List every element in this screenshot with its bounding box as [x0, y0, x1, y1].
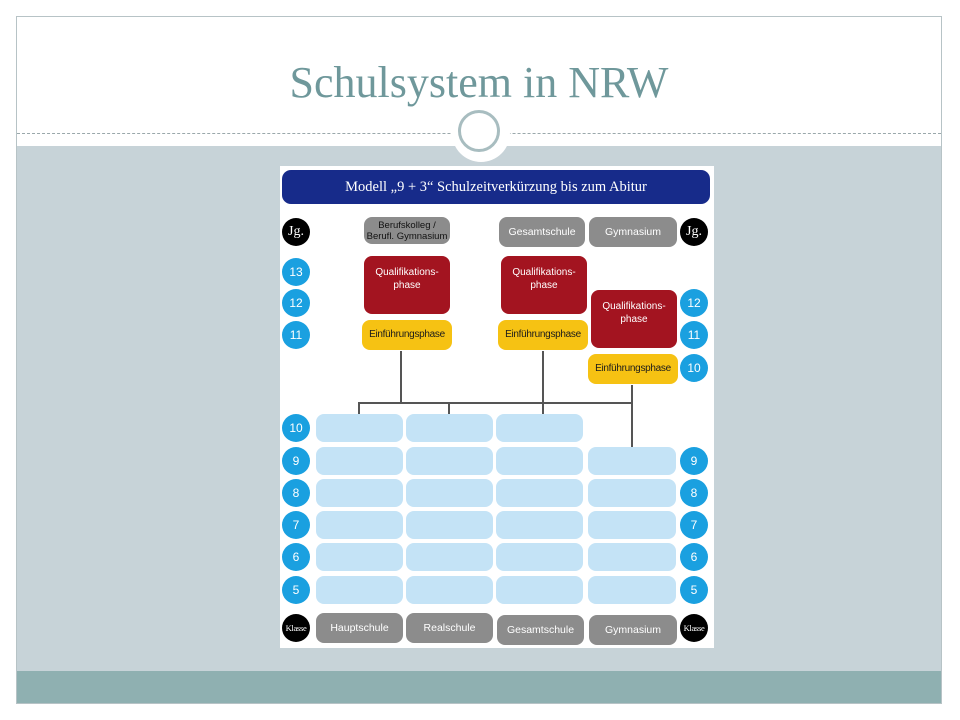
school-pill-gesamtschule-bottom: Gesamtschule — [497, 615, 584, 645]
class-cell — [316, 447, 403, 475]
class-cell — [496, 447, 583, 475]
klasse-circle: 8 — [680, 479, 708, 507]
class-cell — [496, 479, 583, 507]
einfuehrungsphase-berufskolleg: Einführungsphase — [362, 320, 452, 350]
klasse-marker-right: Klasse — [680, 614, 708, 642]
class-cell — [588, 576, 676, 604]
footer-bar — [17, 671, 941, 703]
connector-line — [358, 402, 360, 414]
jahrgang-circle: 13 — [282, 258, 310, 286]
klasse-circle: 7 — [282, 511, 310, 539]
jahrgang-circle: 12 — [282, 289, 310, 317]
school-pill-berufskolleg: Berufskolleg / Berufl. Gymnasium — [364, 217, 450, 244]
qualifikationsphase-gesamtschule: Qualifikations-phase — [501, 256, 587, 314]
klasse-marker-left: Klasse — [282, 614, 310, 642]
class-cell — [316, 479, 403, 507]
class-cell — [316, 576, 403, 604]
jahrgang-circle: 11 — [282, 321, 310, 349]
connector-line — [542, 351, 544, 403]
class-cell — [406, 479, 493, 507]
klasse-circle: 5 — [282, 576, 310, 604]
divider-ring-inner — [458, 110, 500, 152]
slide-title: Schulsystem in NRW — [289, 58, 669, 107]
school-pill-gymnasium-top: Gymnasium — [589, 217, 677, 247]
klasse-circle: 6 — [282, 543, 310, 571]
class-cell — [406, 543, 493, 571]
class-cell — [588, 447, 676, 475]
school-pill-gesamtschule-top: Gesamtschule — [499, 217, 585, 247]
class-cell — [588, 479, 676, 507]
einfuehrungsphase-gymnasium: Einführungsphase — [588, 354, 678, 384]
connector-line — [631, 385, 633, 448]
class-cell — [496, 414, 583, 442]
class-cell — [588, 511, 676, 539]
connector-line — [542, 402, 544, 414]
klasse-circle: 7 — [680, 511, 708, 539]
klasse-circle: 10 — [282, 414, 310, 442]
jahrgang-marker-left: Jg. — [282, 218, 310, 246]
jahrgang-circle: 10 — [680, 354, 708, 382]
class-cell — [496, 511, 583, 539]
class-cell — [406, 447, 493, 475]
klasse-circle: 5 — [680, 576, 708, 604]
klasse-circle: 9 — [282, 447, 310, 475]
klasse-circle: 9 — [680, 447, 708, 475]
class-cell — [316, 511, 403, 539]
class-cell — [406, 576, 493, 604]
qualifikationsphase-gymnasium: Qualifikations-phase — [591, 290, 677, 348]
jahrgang-circle: 11 — [680, 321, 708, 349]
connector-line — [358, 402, 633, 404]
class-cell — [496, 576, 583, 604]
diagram-title: Modell „9 + 3“ Schulzeitverkürzung bis z… — [282, 170, 710, 204]
school-pill-hauptschule: Hauptschule — [316, 613, 403, 643]
class-cell — [496, 543, 583, 571]
connector-line — [400, 351, 402, 403]
connector-line — [448, 402, 450, 414]
qualifikationsphase-berufskolleg: Qualifikations-phase — [364, 256, 450, 314]
class-cell — [316, 414, 403, 442]
class-cell — [316, 543, 403, 571]
klasse-circle: 6 — [680, 543, 708, 571]
slide-frame — [16, 16, 942, 704]
jahrgang-circle: 12 — [680, 289, 708, 317]
school-system-diagram: Modell „9 + 3“ Schulzeitverkürzung bis z… — [280, 166, 714, 648]
jahrgang-marker-right: Jg. — [680, 218, 708, 246]
school-pill-realschule: Realschule — [406, 613, 493, 643]
school-pill-gymnasium-bottom: Gymnasium — [589, 615, 677, 645]
class-cell — [406, 511, 493, 539]
class-cell — [406, 414, 493, 442]
einfuehrungsphase-gesamtschule: Einführungsphase — [498, 320, 588, 350]
klasse-circle: 8 — [282, 479, 310, 507]
class-cell — [588, 543, 676, 571]
